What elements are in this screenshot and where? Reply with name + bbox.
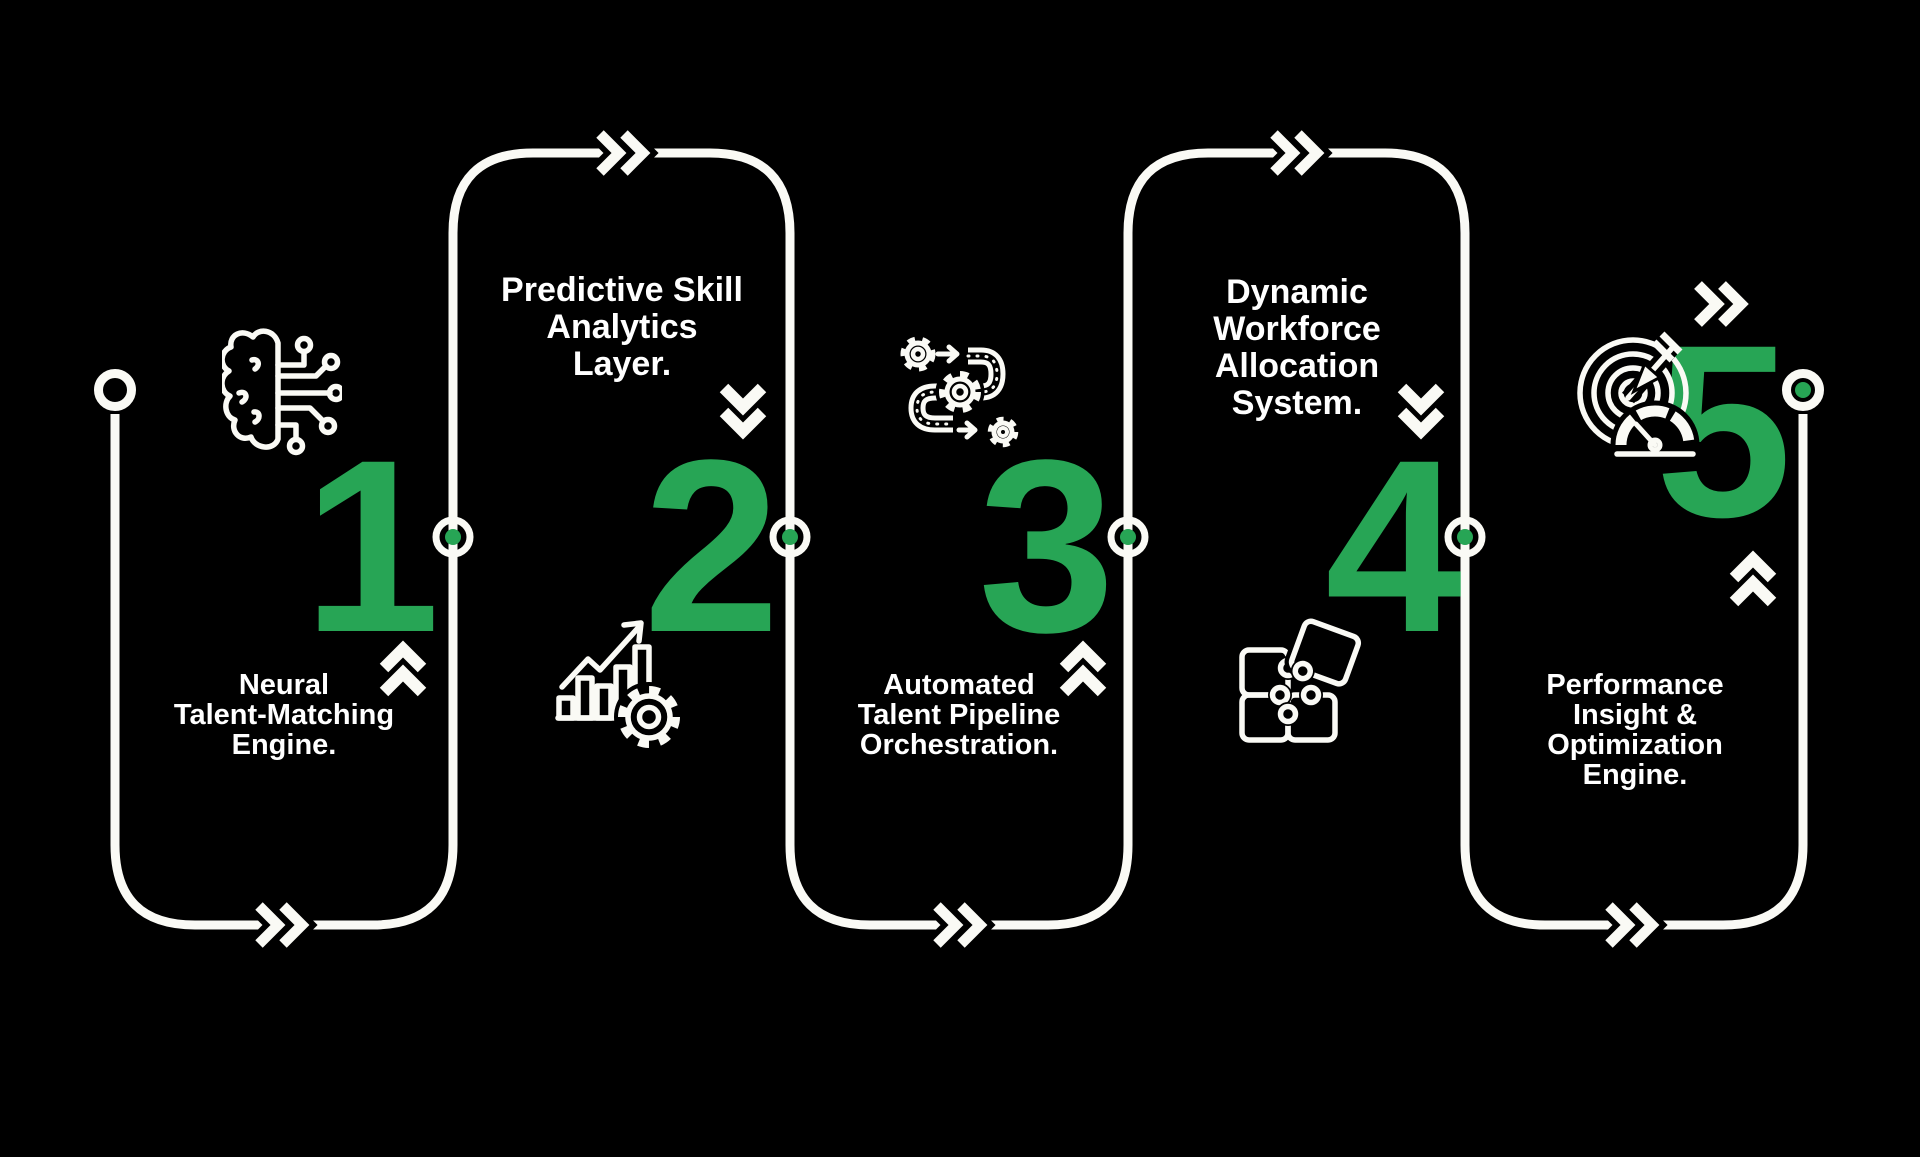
step-4-label: Dynamic Workforce Allocation System. (1213, 273, 1381, 422)
step-1-label: Neural Talent-Matching Engine. (173, 669, 395, 761)
step-1-number: 1 (303, 409, 440, 684)
path-chevron-icon (1609, 906, 1652, 944)
step-3-number: 3 (978, 409, 1115, 684)
step-2-number: 2 (643, 409, 780, 684)
step-3-label: Automated Talent Pipeline Orchestration. (857, 669, 1061, 761)
workflow-gears-icon (900, 336, 1019, 448)
step-5-label: Performance Insight & Optimization Engin… (1546, 669, 1724, 791)
end-terminal-ring (1782, 369, 1824, 411)
path-chevron-icon (1274, 134, 1317, 172)
path-chevron-icon (600, 134, 643, 172)
growth-chart-gear-icon (555, 620, 684, 752)
path-chevron-icon (259, 906, 302, 944)
step-2-label: Predictive Skill Analytics Layer. (501, 271, 743, 383)
path-chevron-icon (937, 906, 980, 944)
start-terminal-ring (94, 369, 136, 411)
target-gauge-icon (1577, 331, 1700, 465)
brain-circuit-icon (222, 328, 342, 456)
puzzle-pieces-icon (1239, 616, 1366, 743)
